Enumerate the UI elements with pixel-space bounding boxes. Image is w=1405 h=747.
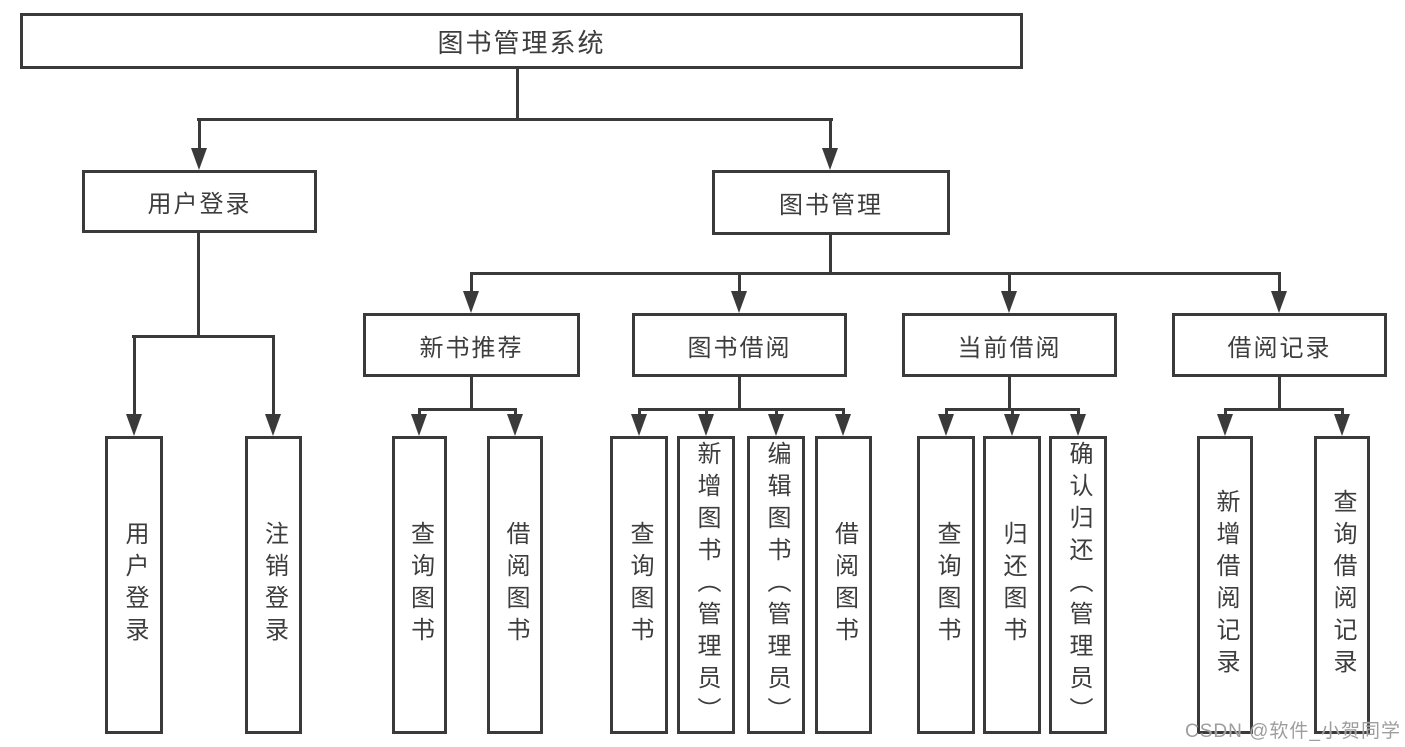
node-label: 借阅图书 — [502, 521, 529, 649]
node-label: 图书管理系统 — [437, 27, 606, 58]
node-label: 新增借阅记录 — [1212, 489, 1239, 681]
leaf-query-books-recommend: 查询图书 — [392, 436, 447, 734]
connector-line — [272, 335, 275, 417]
node-label: 用户登录 — [147, 191, 252, 218]
node-borrowing-records: 借阅记录 — [1172, 313, 1387, 377]
leaf-user-login: 用户登录 — [105, 436, 163, 734]
arrowhead-down-icon — [1004, 414, 1020, 436]
connector-line — [638, 408, 845, 411]
connector-line — [470, 377, 473, 411]
connector-line — [738, 272, 741, 292]
arrowhead-down-icon — [731, 291, 747, 313]
node-label: 新书推荐 — [419, 334, 524, 362]
arrowhead-down-icon — [1334, 414, 1350, 436]
leaf-borrow-books-recommend: 借阅图书 — [487, 436, 543, 734]
arrowhead-down-icon — [1070, 414, 1086, 436]
csdn-watermark: CSDN @软件_小贺同学 — [1185, 721, 1401, 742]
node-label: 查询图书 — [626, 521, 653, 649]
arrowhead-down-icon — [507, 414, 523, 436]
connector-line — [829, 118, 832, 152]
node-label: 归还图书 — [999, 521, 1026, 649]
leaf-edit-books-admin: 编辑图书（管理员） — [747, 436, 805, 734]
node-label: 图书借阅 — [687, 334, 792, 362]
arrowhead-down-icon — [463, 291, 479, 313]
arrowhead-down-icon — [835, 414, 851, 436]
arrowhead-down-icon — [265, 414, 281, 436]
leaf-return-books: 归还图书 — [983, 436, 1041, 734]
leaf-borrow-books: 借阅图书 — [815, 436, 872, 734]
arrowhead-down-icon — [768, 414, 784, 436]
connector-line — [1008, 272, 1011, 292]
leaf-query-borrow-record: 查询借阅记录 — [1314, 436, 1370, 734]
leaf-query-books-current: 查询图书 — [917, 436, 975, 734]
node-label: 注销登录 — [260, 521, 288, 649]
node-label: 借阅图书 — [830, 521, 858, 649]
node-book-management: 图书管理 — [712, 170, 950, 235]
node-label: 查询图书 — [406, 521, 434, 649]
node-label: 当前借阅 — [957, 334, 1062, 362]
connector-line — [1278, 272, 1281, 292]
connector-line — [133, 335, 136, 417]
arrowhead-down-icon — [1001, 291, 1017, 313]
arrowhead-down-icon — [698, 414, 714, 436]
connector-line — [418, 408, 517, 411]
leaf-add-borrow-record: 新增借阅记录 — [1197, 436, 1253, 734]
node-new-book-recommend: 新书推荐 — [363, 313, 580, 377]
arrowhead-down-icon — [938, 414, 954, 436]
arrowhead-down-icon — [191, 148, 207, 170]
arrowhead-down-icon — [1271, 291, 1287, 313]
node-label: 编辑图书（管理员） — [763, 441, 790, 729]
arrowhead-down-icon — [126, 414, 142, 436]
leaf-logout: 注销登录 — [245, 436, 302, 734]
node-label: 查询图书 — [933, 521, 960, 649]
arrowhead-down-icon — [411, 414, 427, 436]
connector-line — [738, 377, 741, 411]
arrowhead-down-icon — [1217, 414, 1233, 436]
connector-line — [132, 335, 275, 338]
connector-line — [198, 118, 201, 152]
node-current-borrowing: 当前借阅 — [902, 313, 1117, 377]
node-label: 查询借阅记录 — [1329, 489, 1356, 681]
connector-line — [829, 235, 832, 272]
node-label: 确认归还（管理员） — [1065, 441, 1092, 729]
connector-line — [197, 118, 833, 121]
connector-line — [197, 233, 200, 338]
node-label: 图书管理 — [779, 192, 883, 219]
node-library-management-system: 图书管理系统 — [20, 13, 1023, 69]
connector-line — [1224, 408, 1343, 411]
node-label: 借阅记录 — [1227, 334, 1332, 362]
connector-line — [1278, 377, 1281, 411]
connector-line — [470, 272, 1281, 275]
arrowhead-down-icon — [822, 148, 838, 170]
node-label: 新增图书（管理员） — [693, 441, 720, 729]
connector-line — [1008, 377, 1011, 411]
node-book-borrowing: 图书借阅 — [632, 313, 847, 377]
arrowhead-down-icon — [631, 414, 647, 436]
node-user-login: 用户登录 — [82, 170, 317, 233]
node-label: 用户登录 — [121, 521, 148, 649]
connector-line — [516, 69, 519, 118]
leaf-confirm-return-admin: 确认归还（管理员） — [1049, 436, 1107, 734]
leaf-add-books-admin: 新增图书（管理员） — [677, 436, 735, 734]
leaf-query-books-borrowing: 查询图书 — [610, 436, 668, 734]
connector-line — [470, 272, 473, 292]
